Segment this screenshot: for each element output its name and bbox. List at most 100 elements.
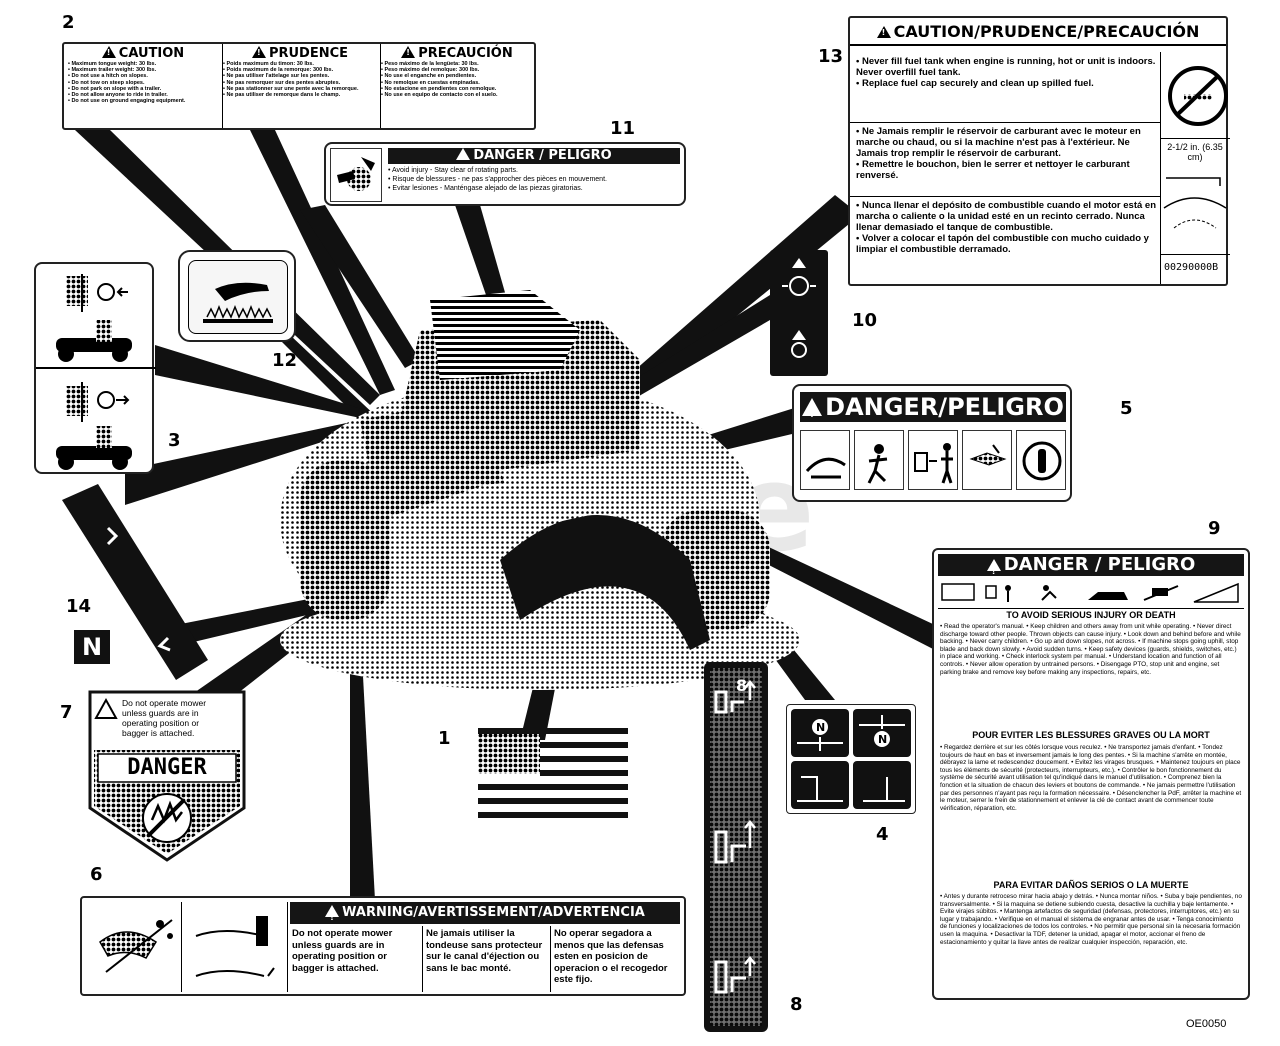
text-line: • Ne pas utiliser de remorque dans le ch… — [223, 92, 341, 99]
text-line: • Do not park on slope with a trailer. — [68, 85, 162, 92]
text-line: • Maximum trailer weight: 300 lbs. — [68, 67, 157, 74]
fuel-level-diagram — [1163, 177, 1227, 229]
text-line: • Peso máximo del remolque: 300 lbs. — [381, 67, 480, 74]
neutral-position-icons: N N — [791, 709, 911, 809]
text-line: unless guards are in — [122, 708, 199, 718]
stop-key-icon — [1016, 430, 1066, 490]
text-line: • Do not use a hitch on slopes. — [68, 73, 148, 80]
ray-12 — [270, 330, 380, 430]
decal-9-body-en: • Read the operator's manual. • Keep chi… — [940, 623, 1241, 676]
callout-9: 9 — [1208, 518, 1221, 539]
text-line: • Nunca llenar el depósito de combustibl… — [856, 200, 1156, 233]
text-line: • Remettre le bouchon, bien le serrer et… — [856, 159, 1130, 181]
throttle-strip-decal — [62, 484, 208, 680]
text-line: • Never fill fuel tank when engine is ru… — [856, 56, 1156, 78]
callout-4: 4 — [876, 824, 889, 845]
callout-13: 13 — [818, 46, 844, 67]
decal-2-text-es: • Peso máximo de la lengüeta: 30 lbs.• P… — [381, 61, 533, 98]
decal-1-flag — [478, 728, 628, 818]
text-line: • Maximum tongue weight: 30 lbs. — [68, 61, 157, 67]
decal-11-text: • Avoid injury - Stay clear of rotating … — [388, 166, 680, 193]
chute-position-icon — [184, 902, 288, 992]
decal-13-header: CAUTION/PRUDENCE/PRECAUCIÓN — [850, 18, 1226, 46]
decal-11-header: DANGER / PELIGRO — [388, 148, 680, 164]
decal-13-fuel-caution: CAUTION/PRUDENCE/PRECAUCIÓN • Never fill… — [848, 16, 1230, 286]
warning-triangle-icon — [401, 46, 416, 58]
hand-over-blade-icon — [203, 282, 273, 323]
speed-arrow-icons — [782, 258, 816, 358]
ray-6 — [350, 620, 375, 900]
decal-9-body-fr: • Regardez derrière et sur les côtés lor… — [940, 744, 1242, 812]
callout-8: 8 — [790, 994, 803, 1015]
text-line: • Avoid injury - Stay clear of rotating … — [388, 167, 518, 174]
decal-2-text-en: • Maximum tongue weight: 30 lbs.• Maximu… — [68, 61, 218, 104]
decal-9-pictograms — [941, 582, 1239, 603]
ray-3a — [155, 345, 370, 420]
text-line: • Poids maximum de la remorque: 300 lbs. — [223, 67, 334, 74]
text-line: • No estacione en pendientes con remolqu… — [381, 85, 497, 92]
callout-6: 6 — [90, 864, 103, 885]
decal-2-text-fr: • Poids maximum du timon: 30 lbs.• Poids… — [223, 61, 377, 98]
text-line: • Do not use on ground engaging equipmen… — [68, 98, 186, 105]
warning-triangle-icon — [101, 46, 116, 58]
text-line: • No use el enganche en pendientes. — [381, 73, 477, 80]
ray-11a — [300, 205, 420, 368]
slope-tip-icon — [854, 430, 904, 490]
text-line: • Peso máximo de la lengüeta: 30 lbs. — [381, 61, 479, 67]
callout-7: 7 — [60, 702, 73, 723]
callout-11: 11 — [610, 118, 636, 139]
warning-triangle-icon — [876, 26, 891, 38]
decal-9-title-fr: POUR EVITER LES BLESSURES GRAVES OU LA M… — [972, 730, 1210, 740]
decal-3-forward-reverse — [34, 262, 156, 474]
decal-6-text-fr: Ne jamais utiliser la tondeuse sans prot… — [426, 928, 543, 974]
decal-13-part-number: 00290000B — [1164, 262, 1219, 273]
fan-hand-icon — [330, 148, 382, 202]
warning-triangle-icon — [802, 398, 823, 430]
decal-6-text-en: Do not operate mower unless guards are i… — [292, 928, 393, 974]
no-smoking-icon — [1168, 66, 1228, 126]
decal-5-danger-icons: DANGER/PELIGRO — [792, 384, 1072, 502]
text-line: • Evitar lesiones - Manténgase alejado d… — [388, 185, 583, 192]
deflector-warning-icon — [86, 902, 182, 992]
bystander-distance-icon — [908, 430, 958, 490]
callout-3: 3 — [168, 430, 181, 451]
text-line: operating position or — [122, 718, 200, 728]
tractor-lever-icons — [36, 274, 156, 470]
decal-6-text-es: No operar segadora a menos que las defen… — [554, 928, 668, 985]
decal-8-top-number: 8 — [736, 676, 748, 695]
text-line: • Risque de blessures - ne pas s'approch… — [388, 176, 607, 183]
text-line: bagger is attached. — [122, 728, 195, 738]
text-line: • No remolque en cuestas empinadas. — [381, 79, 480, 86]
height-scale-icons — [710, 668, 762, 1026]
decal-9-body-es: • Antes y durante retroceso mirar hacia … — [940, 893, 1242, 946]
decal-13-text-fr: • Ne Jamais remplir le réservoir de carb… — [856, 126, 1156, 181]
decal-6-header: WARNING/AVERTISSEMENT/ADVERTENCIA — [290, 902, 680, 929]
neutral-glyph: N — [81, 633, 103, 661]
decal-8-cutting-height: 8 — [704, 662, 768, 1032]
text-line: • Do not allow anyone to ride in trailer… — [68, 92, 168, 99]
warning-triangle-icon — [251, 46, 266, 58]
callout-2: 2 — [62, 12, 75, 33]
decal-2-caution-hitch: CAUTION • Maximum tongue weight: 30 lbs.… — [62, 42, 536, 130]
ray-3b — [125, 418, 375, 505]
decal-12-blade-hand — [178, 250, 296, 342]
decal-6-warning-discharge: WARNING/AVERTISSEMENT/ADVERTENCIA Do not… — [80, 896, 686, 996]
decal-2-column-fr: PRUDENCE • Poids maximum du timon: 30 lb… — [222, 44, 377, 128]
callout-5: 5 — [1120, 398, 1133, 419]
ray-2a — [250, 130, 395, 395]
decal-14-neutral: N — [74, 630, 110, 664]
decal-13-text-en: • Never fill fuel tank when engine is ru… — [856, 56, 1156, 89]
diagram-code: OE0050 — [1186, 1018, 1227, 1030]
text-line: • Ne pas remorquer sur des pentes abrupt… — [223, 79, 341, 86]
decal-11-rotating-parts: DANGER / PELIGRO • Avoid injury - Stay c… — [324, 142, 686, 206]
svg-text:N: N — [878, 733, 887, 746]
text-line: • Volver a colocar el tapón del combusti… — [856, 233, 1149, 255]
decal-7-danger-word: DANGER — [127, 755, 207, 780]
decal-2-column-es: PRECAUCIÓN • Peso máximo de la lengüeta:… — [380, 44, 533, 128]
text-line: • Poids maximum du timon: 30 lbs. — [223, 61, 314, 67]
callout-1: 1 — [438, 728, 451, 749]
warning-triangle-icon — [325, 905, 340, 929]
